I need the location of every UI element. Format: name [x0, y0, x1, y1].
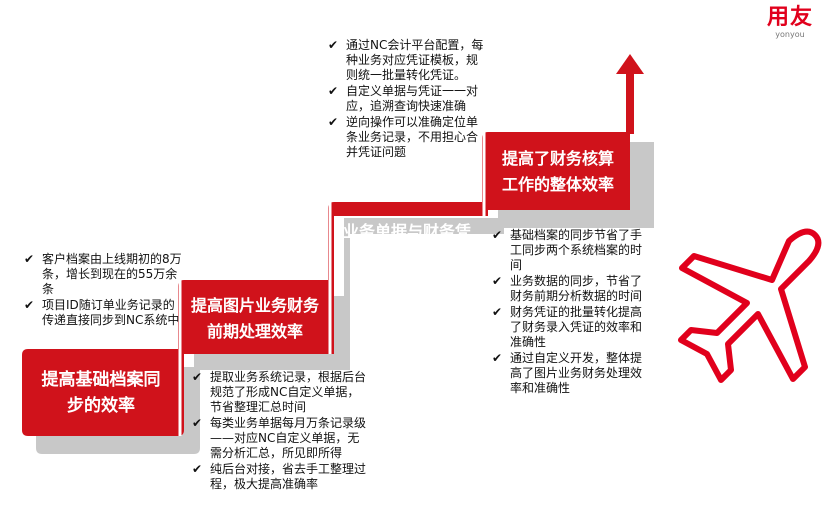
check-icon: ✔ [328, 115, 339, 129]
logo-text-cn: 用友 [766, 5, 813, 30]
check-icon: ✔ [492, 228, 503, 242]
check-icon: ✔ [192, 370, 203, 384]
check-icon: ✔ [192, 416, 203, 430]
list-item: ✔ 基础档案的同步节省了手工同步两个系统档案的时间 [490, 228, 650, 273]
list-item: ✔ 逆向操作可以准确定位单条业务记录，不用担心合并凭证问题 [326, 115, 488, 160]
step-2-title: 提高图片业务财务前期处理效率 [182, 288, 328, 350]
bullet-text: 纯后台对接，省去手工整理过程，极大提高准确率 [210, 462, 367, 491]
bullet-text: 通过NC会计平台配置，每种业务对应凭证模板，规则统一批量转化凭证。 [346, 38, 484, 82]
step-4-bullets: ✔ 基础档案的同步节省了手工同步两个系统档案的时间 ✔ 业务数据的同步，节省了财务前… [490, 228, 650, 397]
step-2-bullets: ✔ 提取业务系统记录，根据后台规范了形成NC自定义单据，节省整理汇总时间 ✔ 每类业… [190, 370, 368, 493]
check-icon: ✔ [192, 462, 203, 476]
step-1-title-text: 提高基础档案同步的效率 [41, 370, 161, 416]
logo-text-en: yonyou [775, 30, 805, 39]
bullet-text: 通过自定义开发，整体提高了图片业务财务处理效率和准确性 [510, 351, 643, 395]
step-3-bullets: ✔ 通过NC会计平台配置，每种业务对应凭证模板，规则统一批量转化凭证。 ✔ 自定义单… [326, 38, 488, 161]
step-shadows [36, 142, 654, 454]
bullet-text: 财务凭证的批量转化提高了财务录入凭证的效率和准确性 [510, 305, 643, 349]
step-4-title: 提高了财务核算工作的整体效率 [486, 134, 630, 210]
check-icon: ✔ [328, 38, 339, 52]
step-3-title: 业务单据与财务凭证——对应 [332, 210, 482, 280]
step-separators [178, 132, 486, 436]
brand-logo: 用友 yonyou [758, 6, 822, 40]
step-2-title-text: 提高图片业务财务前期处理效率 [190, 296, 319, 341]
list-item: ✔ 提取业务系统记录，根据后台规范了形成NC自定义单据，节省整理汇总时间 [190, 370, 368, 415]
list-item: ✔ 业务数据的同步，节省了财务前期分析数据的时间 [490, 274, 650, 304]
bullet-text: 业务数据的同步，节省了财务前期分析数据的时间 [510, 274, 643, 303]
bullet-text: 基础档案的同步节省了手工同步两个系统档案的时间 [510, 228, 643, 272]
list-item: ✔ 通过NC会计平台配置，每种业务对应凭证模板，规则统一批量转化凭证。 [326, 38, 488, 83]
bullet-text: 自定义单据与凭证一一对应，追溯查询快速准确 [346, 84, 479, 113]
airplane-icon [678, 228, 822, 383]
check-icon: ✔ [328, 84, 339, 98]
list-item: ✔ 纯后台对接，省去手工整理过程，极大提高准确率 [190, 462, 368, 492]
list-item: ✔ 客户档案由上线期初的8万条，增长到现在的55万余条 [22, 252, 182, 297]
bullet-text: 客户档案由上线期初的8万条，增长到现在的55万余条 [42, 252, 182, 296]
step-4-title-text: 提高了财务核算工作的整体效率 [501, 149, 614, 194]
list-item: ✔ 每类业务单据每月万条记录级——对应NC自定义单据，无需分析汇总，所见即所得 [190, 416, 368, 461]
check-icon: ✔ [492, 305, 503, 319]
step-3-title-text: 业务单据与财务凭证——对应 [342, 222, 471, 267]
step-1-bullets: ✔ 客户档案由上线期初的8万条，增长到现在的55万余条 ✔ 项目ID随订单业务记录的… [22, 252, 182, 329]
step-1-title: 提高基础档案同步的效率 [26, 356, 176, 430]
list-item: ✔ 财务凭证的批量转化提高了财务录入凭证的效率和准确性 [490, 305, 650, 350]
check-icon: ✔ [492, 351, 503, 365]
check-icon: ✔ [492, 274, 503, 288]
list-item: ✔ 通过自定义开发，整体提高了图片业务财务处理效率和准确性 [490, 351, 650, 396]
bullet-text: 每类业务单据每月万条记录级——对应NC自定义单据，无需分析汇总，所见即所得 [210, 416, 367, 460]
staircase-shape [22, 132, 630, 436]
list-item: ✔ 自定义单据与凭证一一对应，追溯查询快速准确 [326, 84, 488, 114]
check-icon: ✔ [24, 252, 35, 266]
bullet-text: 项目ID随订单业务记录的传递直接同步到NC系统中 [42, 298, 180, 327]
bullet-text: 提取业务系统记录，根据后台规范了形成NC自定义单据，节省整理汇总时间 [210, 370, 367, 414]
check-icon: ✔ [24, 298, 35, 312]
list-item: ✔ 项目ID随订单业务记录的传递直接同步到NC系统中 [22, 298, 182, 328]
up-arrow-icon [616, 54, 644, 134]
bullet-text: 逆向操作可以准确定位单条业务记录，不用担心合并凭证问题 [346, 115, 479, 159]
